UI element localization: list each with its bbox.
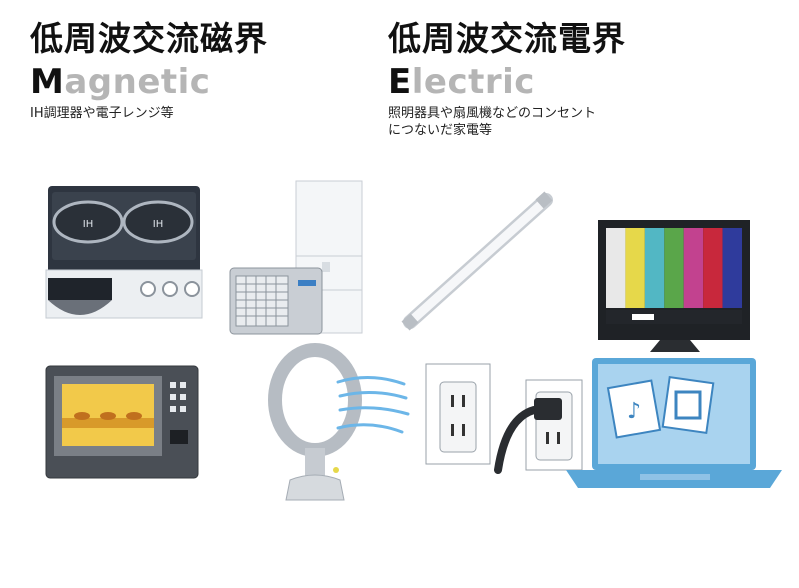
laptop-illustration: ♪ [566, 358, 782, 488]
television-illustration [598, 220, 750, 352]
electric-title-en-rest: lectric [411, 62, 535, 102]
electric-title-jp: 低周波交流電界 [388, 19, 626, 58]
ih-cooktop-illustration: IH IH [45, 186, 203, 319]
electric-title-en: Electric [388, 65, 626, 99]
plugged-outlet-illustration [494, 379, 583, 474]
bladeless-fan-illustration [268, 343, 410, 501]
air-conditioner-unit-illustration [229, 267, 323, 335]
magnetic-heading: 低周波交流磁界 Magnetic IH調理器や電子レンジ等 [30, 22, 268, 122]
music-note-icon: ♪ [627, 399, 641, 424]
electric-description-line-1: 照明器具や扇風機などのコンセント [388, 106, 597, 121]
magnetic-title-en: Magnetic [30, 65, 268, 99]
tv-color-bar [683, 228, 704, 308]
microwave-oven-illustration [45, 365, 199, 479]
tv-color-bar [644, 228, 665, 308]
tv-color-bars [606, 228, 742, 308]
wall-outlet-illustration [425, 363, 491, 465]
electric-description-line-2: につないだ家電等 [388, 123, 493, 138]
ih-label-right: IH [153, 219, 163, 230]
tv-color-bar [664, 228, 684, 308]
magnetic-title-en-initial: M [30, 62, 65, 102]
ih-label-left: IH [83, 219, 93, 230]
magnetic-description: IH調理器や電子レンジ等 [30, 106, 174, 121]
magnetic-title-en-rest: agnetic [64, 62, 211, 102]
tv-color-bar [703, 228, 723, 308]
fluorescent-tube-illustration [401, 191, 553, 331]
electric-heading: 低周波交流電界 Electric 照明器具や扇風機などのコンセント につないだ家… [388, 22, 626, 139]
tv-color-bar [625, 228, 645, 308]
tv-color-bar [606, 228, 626, 308]
electric-description: 照明器具や扇風機などのコンセント につないだ家電等 [388, 105, 626, 139]
electric-title-en-initial: E [388, 62, 412, 102]
tv-color-bar [722, 228, 742, 308]
magnetic-title-jp: 低周波交流磁界 [30, 19, 268, 58]
